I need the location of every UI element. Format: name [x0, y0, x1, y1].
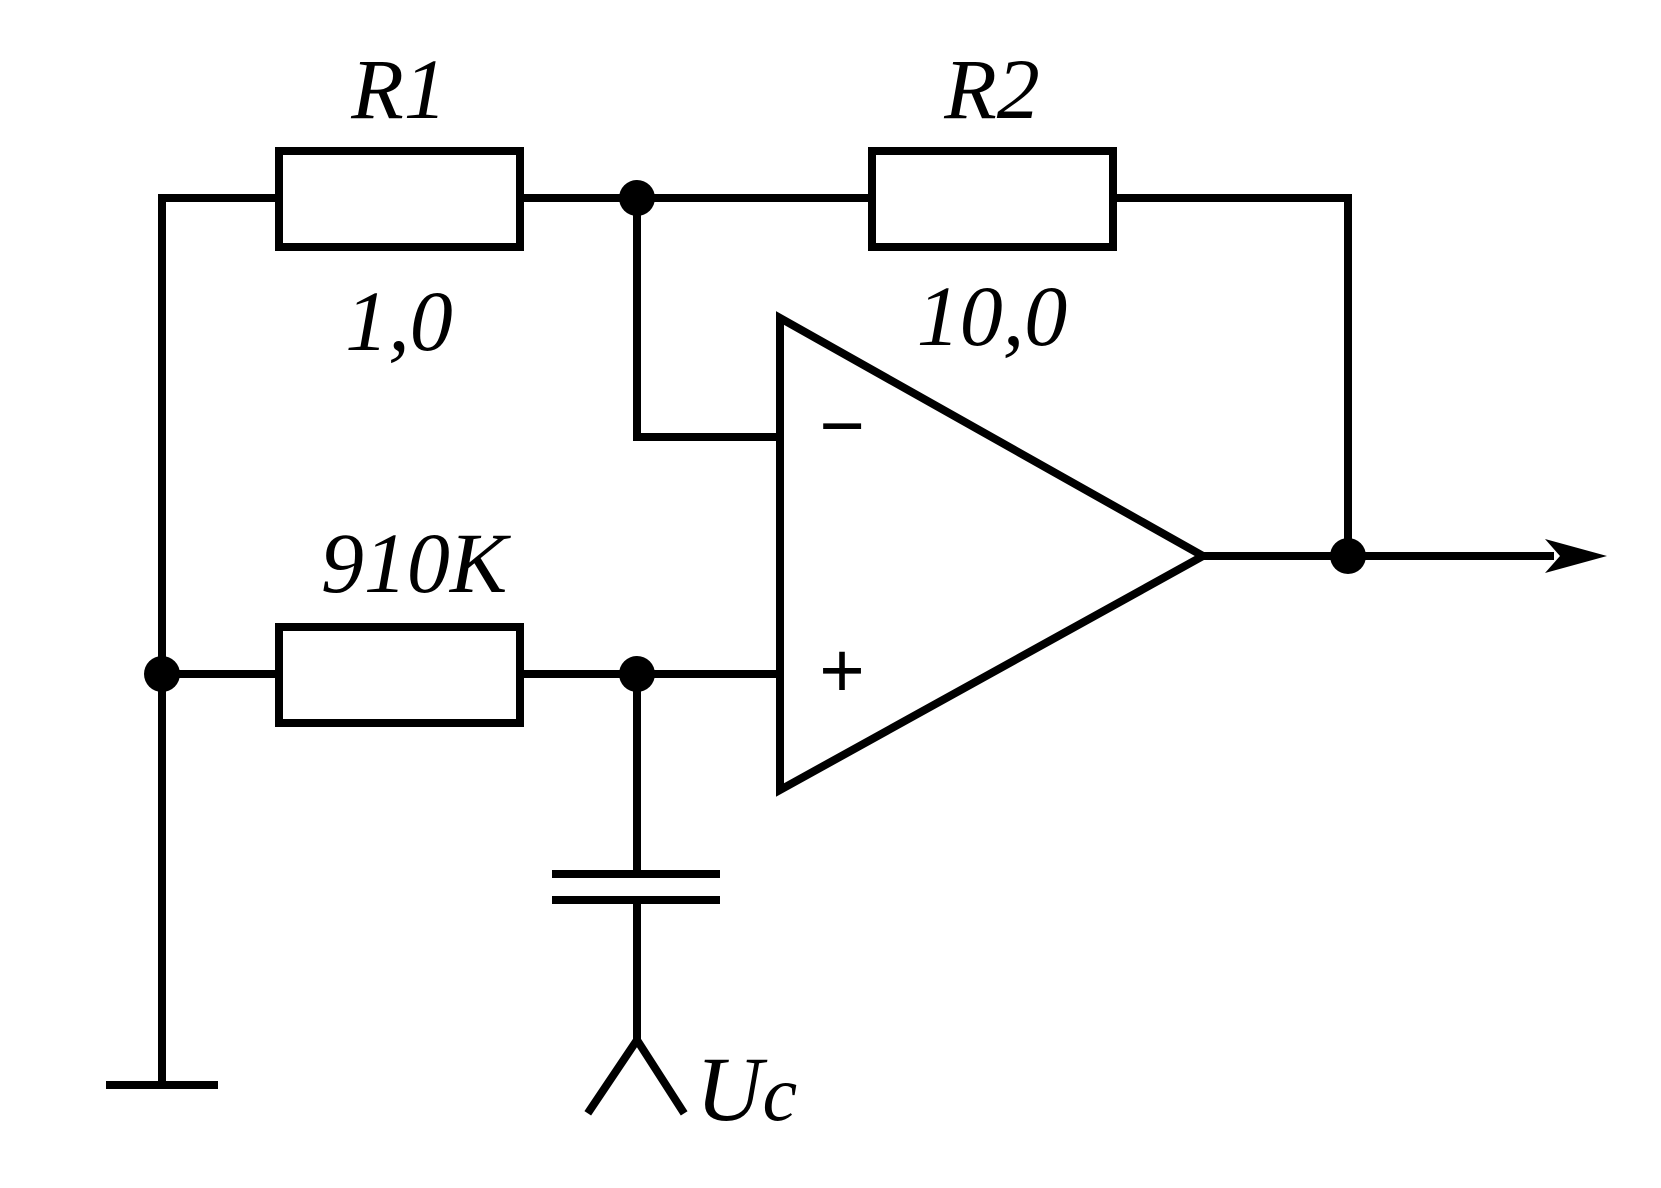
- r2-name-label: R2: [943, 41, 1040, 137]
- junction-dot-output: [1330, 538, 1366, 574]
- input-terminal-icon: [584, 1032, 688, 1116]
- junction-dot-left-rail: [144, 656, 180, 692]
- output-arrow-icon: [1545, 539, 1607, 573]
- r2-value-label: 10,0: [917, 268, 1068, 364]
- resistor-r2: [868, 147, 1117, 251]
- input-voltage-subscript: c: [762, 1050, 797, 1137]
- input-voltage-symbol: U: [696, 1038, 768, 1140]
- resistor-910k: [275, 623, 524, 727]
- input-voltage-label: Uc: [696, 1038, 797, 1140]
- inverting-input-sign: −: [819, 381, 865, 469]
- resistor-r1: [275, 147, 524, 251]
- feedback-wire: [1109, 194, 1352, 560]
- wire-to-inverting-input: [633, 194, 780, 441]
- op-amp-triangle: [776, 311, 1212, 797]
- noninverting-input-sign: +: [819, 626, 865, 714]
- r1-name-label: R1: [350, 41, 447, 137]
- r1-value-label: 1,0: [345, 273, 453, 369]
- r3-value-label: 910K: [321, 515, 512, 611]
